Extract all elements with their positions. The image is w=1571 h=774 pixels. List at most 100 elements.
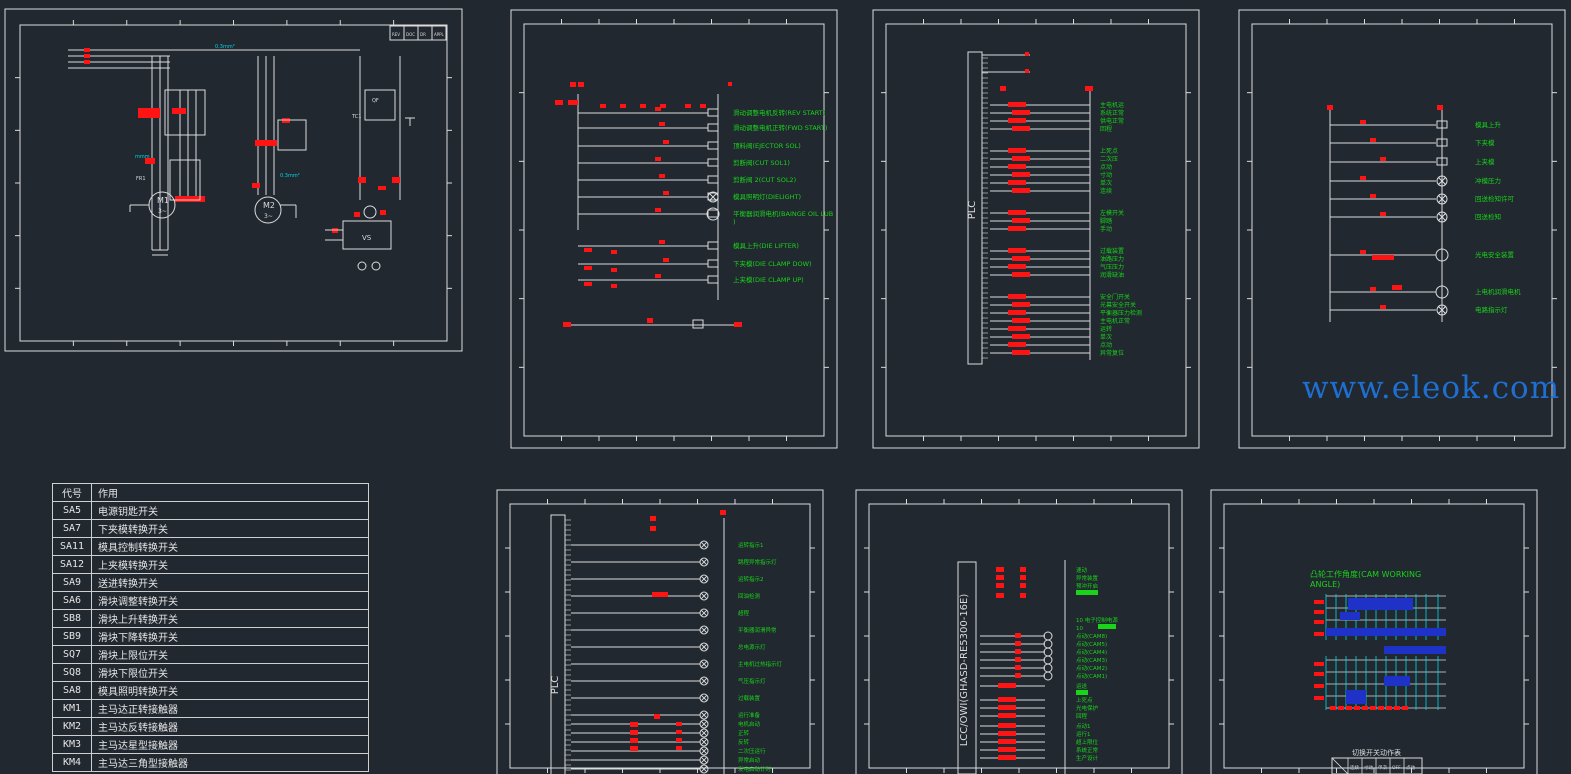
table-header-function: 作用 bbox=[91, 483, 369, 502]
cam-bar bbox=[1346, 690, 1366, 704]
marker-red bbox=[998, 713, 1016, 718]
marker-red bbox=[655, 107, 661, 111]
marker-red bbox=[1360, 250, 1366, 254]
marker-red bbox=[630, 722, 638, 727]
output-label: 回送检知许可 bbox=[1475, 194, 1515, 203]
marker-red bbox=[1354, 706, 1360, 710]
marker-red bbox=[1327, 105, 1333, 110]
cam-bar bbox=[1326, 628, 1446, 636]
motor-label: 3~ bbox=[264, 213, 273, 220]
io-label: 系统正常 bbox=[1076, 746, 1099, 754]
input-label: 单次 bbox=[1100, 333, 1112, 341]
input-label: 二次压 bbox=[1100, 155, 1118, 163]
device-code: KM4 bbox=[52, 753, 92, 772]
marker-red bbox=[1008, 342, 1026, 347]
marker-red bbox=[1015, 657, 1021, 662]
marker-red bbox=[734, 322, 742, 327]
marker-red bbox=[630, 746, 638, 751]
sheet6-outer bbox=[855, 489, 1183, 774]
output-label: 上电机润滑电机 bbox=[1475, 287, 1521, 296]
marker-red bbox=[1314, 684, 1324, 688]
output-label: 运转指示2 bbox=[738, 575, 764, 583]
input-label: 运转 bbox=[1100, 325, 1112, 333]
marker-red bbox=[84, 60, 90, 64]
input-label: 供电正常 bbox=[1100, 117, 1124, 125]
motor-symbol bbox=[1435, 285, 1449, 299]
cam-title: ANGLE) bbox=[1310, 580, 1340, 589]
cam-bar bbox=[1348, 598, 1413, 610]
coil-symbol bbox=[1436, 157, 1448, 166]
io-label: 超上限位 bbox=[1076, 738, 1099, 746]
plc-label: PLC bbox=[967, 201, 978, 220]
sheet1-outer bbox=[4, 8, 463, 352]
status-green bbox=[1076, 690, 1088, 695]
sheet4-outer bbox=[1238, 9, 1566, 449]
device-code: KM2 bbox=[52, 717, 92, 736]
switch-diagonal bbox=[1331, 757, 1349, 774]
marker-red bbox=[659, 174, 665, 178]
coil-symbol bbox=[707, 241, 719, 250]
marker-red bbox=[700, 104, 706, 108]
lamp-symbol bbox=[1436, 211, 1448, 223]
marker-red bbox=[655, 208, 661, 212]
io-label: 生产设计 bbox=[1076, 754, 1099, 762]
coil-symbol bbox=[707, 108, 719, 117]
io-label: 点动(CAM5) bbox=[1076, 641, 1107, 648]
marker-red bbox=[998, 731, 1016, 736]
terminal-symbol bbox=[1043, 671, 1053, 681]
marker-red bbox=[611, 268, 617, 272]
marker-red bbox=[1012, 272, 1030, 277]
device-code: SB8 bbox=[52, 609, 92, 628]
switch-header: 连续 bbox=[1350, 764, 1359, 771]
switch-header: 寸动 bbox=[1364, 764, 1373, 771]
switch-table-title: 切换开关动作表 bbox=[1352, 748, 1401, 757]
marker-red bbox=[630, 730, 638, 735]
marker-red bbox=[1012, 172, 1030, 177]
marker-red bbox=[1008, 118, 1026, 123]
io-label: 异常装置 bbox=[1076, 574, 1099, 582]
marker-red bbox=[1380, 157, 1386, 161]
rung-label: 剪断阀 2(CUT SOL2) bbox=[733, 175, 796, 184]
io-label: 速动 bbox=[1076, 567, 1088, 574]
switch-table bbox=[1331, 757, 1423, 774]
io-module-label: LCC/OWI(GHASD-RE5300-16E) bbox=[959, 594, 970, 747]
marker-red bbox=[1370, 287, 1376, 291]
marker-red bbox=[1346, 706, 1352, 710]
sheet2-inner bbox=[523, 23, 825, 437]
marker-red bbox=[1008, 264, 1026, 269]
marker-red bbox=[600, 104, 606, 108]
rung-label: 平衡器润滑电机(BAINGE OIL LUB bbox=[733, 209, 833, 218]
marker-red bbox=[676, 722, 682, 726]
marker-red bbox=[720, 510, 726, 515]
lamp-symbol bbox=[699, 755, 709, 765]
motor-label: M1 bbox=[157, 196, 169, 205]
rung-label-cont: ) bbox=[733, 218, 736, 226]
output-label: 光电安全装置 bbox=[1475, 250, 1515, 259]
output-label: 二次压运行 bbox=[738, 747, 766, 755]
device-code: SA6 bbox=[52, 591, 92, 610]
marker-red bbox=[354, 212, 360, 217]
motor-label: M2 bbox=[263, 201, 275, 210]
contactor-marker bbox=[145, 158, 155, 164]
io-label: 点动(CAM2) bbox=[1076, 665, 1107, 672]
marker-red bbox=[998, 723, 1016, 728]
marker-red bbox=[1015, 633, 1021, 638]
plc-label: PLC bbox=[550, 676, 561, 695]
marker-red bbox=[1370, 194, 1376, 198]
marker-red bbox=[1015, 641, 1021, 646]
wire-size-label: mmm bbox=[135, 154, 150, 160]
terminal-symbol bbox=[1043, 631, 1053, 641]
input-label: 脚踏 bbox=[1100, 217, 1112, 225]
input-label: 上死点 bbox=[1100, 147, 1118, 155]
contactor-marker bbox=[252, 183, 260, 188]
output-label: 平衡器润滑异常 bbox=[738, 626, 777, 634]
cam-title: 凸轮工作角度(CAM WORKING bbox=[1310, 569, 1421, 579]
device-function: 滑块上升转换开关 bbox=[91, 609, 369, 628]
terminal-symbol bbox=[1043, 647, 1053, 657]
marker-red bbox=[663, 140, 669, 144]
io-label: 点动(CAM3) bbox=[1076, 657, 1107, 664]
marker-red bbox=[640, 104, 646, 108]
